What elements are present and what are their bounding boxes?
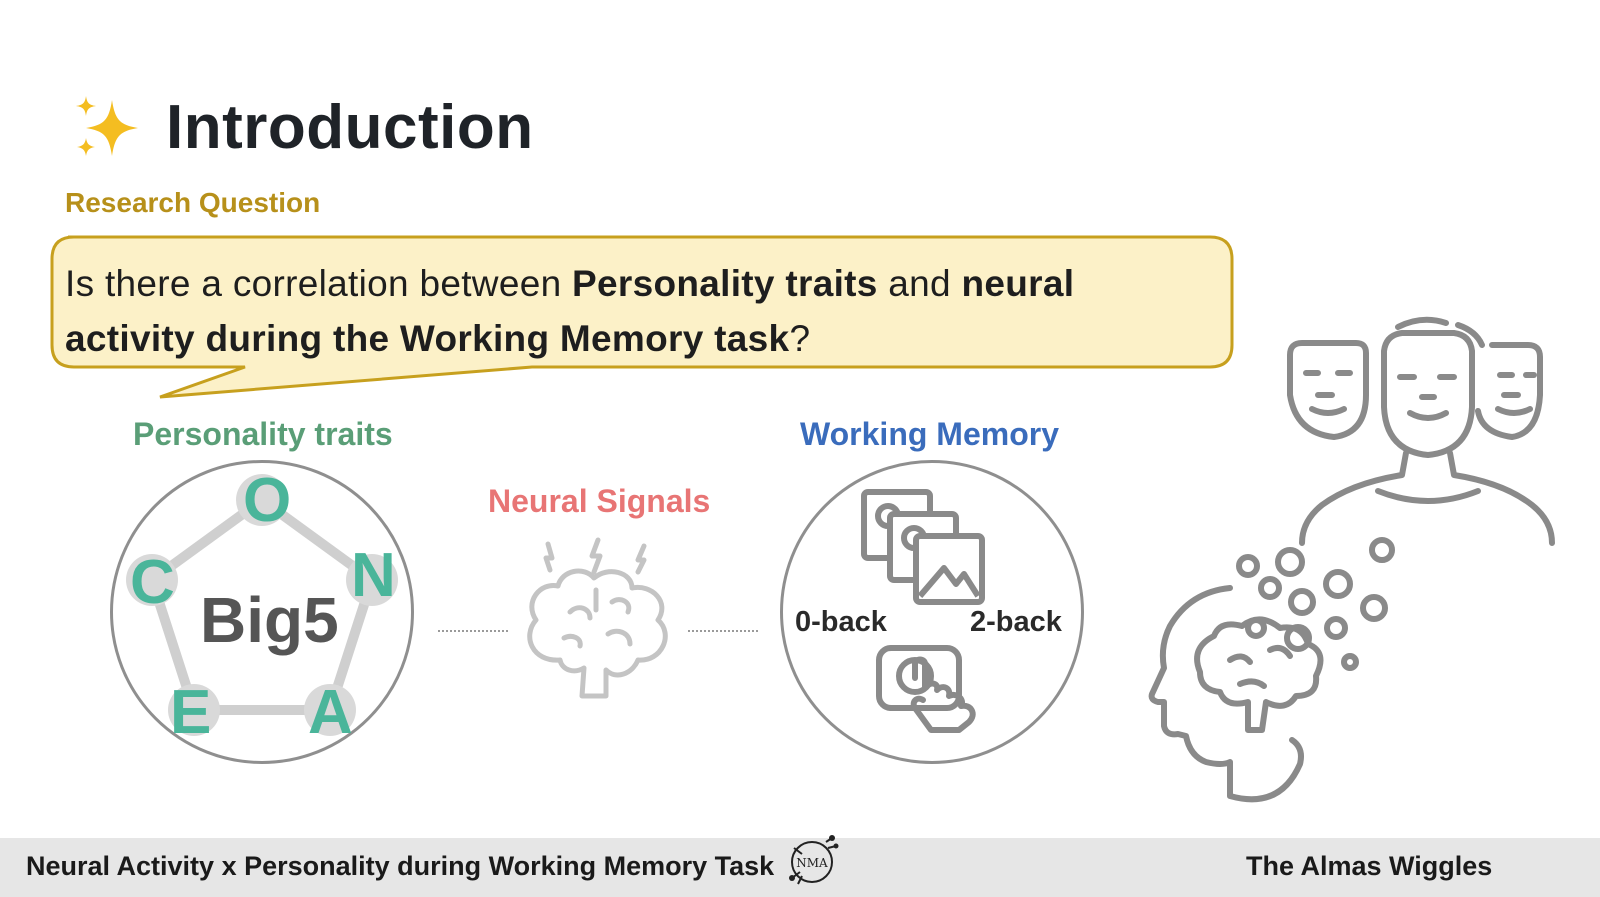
two-back-label: 2-back — [970, 606, 1062, 638]
footer-project-title: Neural Activity x Personality during Wor… — [26, 851, 775, 881]
nma-logo-icon: NMA — [789, 835, 839, 885]
footer-bar — [0, 838, 1600, 897]
ocean-letter-a: A — [308, 678, 353, 747]
page-title: Introduction — [166, 92, 534, 162]
touch-button-icon — [876, 645, 976, 733]
sparkles-icon — [76, 96, 138, 156]
big5-circle — [110, 460, 414, 764]
neural-signals-label: Neural Signals — [488, 483, 711, 519]
nma-logo-text: NMA — [796, 856, 828, 870]
connector-right — [688, 630, 758, 632]
title-area: Introduction — [72, 88, 534, 166]
zero-back-label: 0-back — [795, 606, 887, 638]
speech-bubble — [50, 235, 1234, 399]
head-brain-icon — [1148, 537, 1395, 803]
research-question-label: Research Question — [65, 187, 321, 218]
brain-icon — [527, 537, 668, 699]
working-memory-circle — [780, 460, 1084, 764]
research-question-text: Is there a correlation between Personali… — [65, 263, 1075, 359]
ocean-letter-e: E — [170, 678, 212, 747]
connector-left — [438, 630, 508, 632]
ocean-letter-n: N — [351, 541, 396, 610]
footer-team-name: The Almas Wiggles — [1246, 851, 1493, 881]
personality-traits-label: Personality traits — [133, 416, 393, 452]
image-stack-icon — [861, 489, 985, 605]
ocean-letter-c: C — [130, 548, 175, 617]
ocean-letter-o: O — [243, 466, 292, 535]
faces-icon — [1287, 316, 1555, 546]
big5-label: Big5 — [200, 584, 339, 656]
pentagon-icon — [126, 474, 398, 736]
working-memory-label: Working Memory — [800, 416, 1059, 452]
